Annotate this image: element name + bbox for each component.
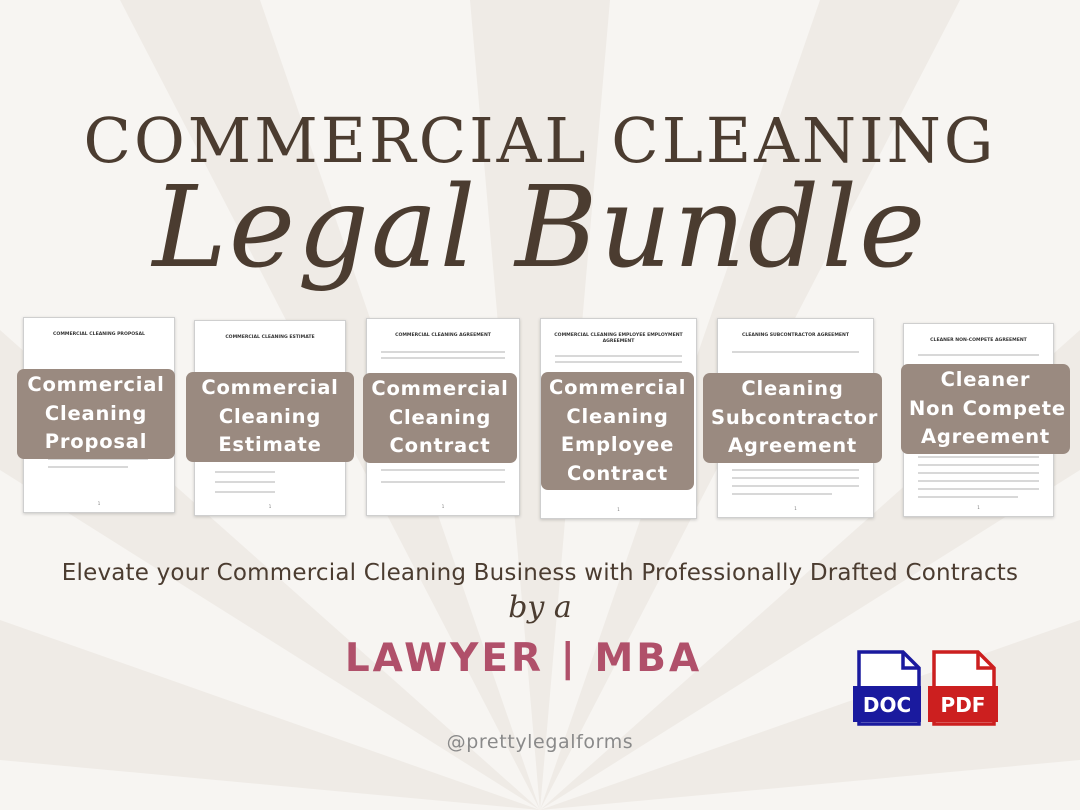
document-heading: CLEANING SUBCONTRACTOR AGREEMENT [741, 333, 850, 338]
script-subtitle: Legal Bundle [152, 163, 928, 293]
document-heading: COMMERCIAL CLEANING PROPOSAL [53, 332, 145, 337]
label-commercial-cleaning-estimate: Commercial Cleaning Estimate [186, 372, 354, 462]
label-cleaning-subcontractor-agreement: Cleaning Subcontractor Agreement [703, 373, 882, 463]
document-heading: COMMERCIAL CLEANING ESTIMATE [225, 335, 315, 340]
doc-label: DOC [863, 693, 911, 717]
document-heading: COMMERCIAL CLEANING AGREEMENT [395, 333, 491, 338]
tagline: Elevate your Commercial Cleaning Busines… [61, 560, 1019, 586]
word-doc-file-icon: DOC [853, 650, 921, 726]
document-heading: COMMERCIAL CLEANING EMPLOYEE EMPLOYMENT … [554, 333, 683, 344]
label-commercial-cleaning-employee-contract: Commercial Cleaning Employee Contract [541, 372, 694, 490]
credentials: LAWYER | MBA [344, 636, 703, 681]
document-heading: CLEANER NON-COMPETE AGREEMENT [930, 338, 1027, 343]
by-a-script: by a [508, 590, 572, 625]
main-title: COMMERCIAL CLEANING [83, 104, 997, 177]
pdf-file-icon: PDF [928, 650, 998, 726]
label-commercial-cleaning-proposal: Commercial Cleaning Proposal [17, 369, 175, 459]
pdf-label: PDF [941, 693, 986, 717]
label-commercial-cleaning-contract: Commercial Cleaning Contract [363, 373, 517, 463]
label-cleaner-non-compete-agreement: Cleaner Non Compete Agreement [901, 364, 1070, 454]
social-handle: @prettylegalforms [446, 731, 634, 753]
